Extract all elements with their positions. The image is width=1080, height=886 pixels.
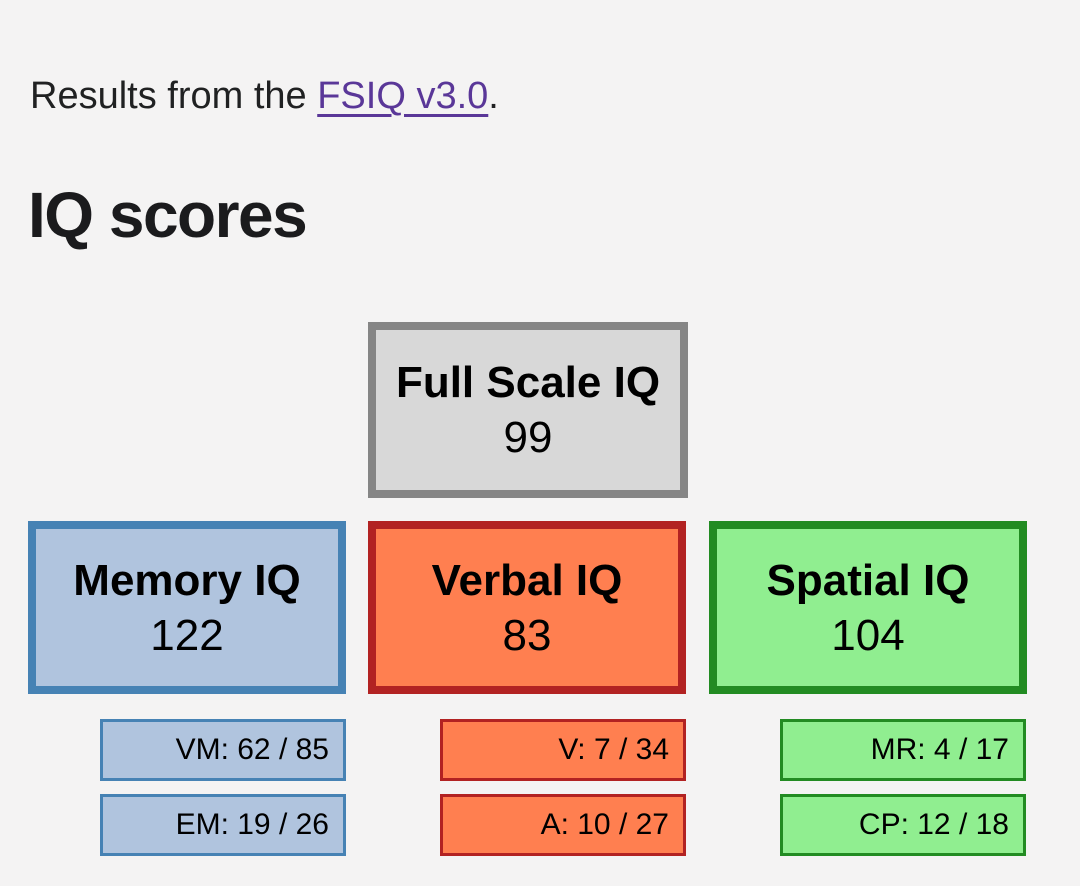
subtest-box-em: EM: 19 / 26 — [100, 794, 346, 856]
verbal-iq-label: Verbal IQ — [431, 555, 623, 605]
full-scale-iq-label: Full Scale IQ — [395, 358, 661, 407]
subtest-box-vm: VM: 62 / 85 — [100, 719, 346, 781]
full-scale-iq-score: 99 — [503, 413, 553, 462]
full-scale-iq-box: Full Scale IQ 99 — [368, 322, 688, 498]
spatial-iq-label: Spatial IQ — [766, 555, 970, 605]
subtest-box-mr: MR: 4 / 17 — [780, 719, 1026, 781]
intro-text: Results from the FSIQ v3.0. — [30, 74, 499, 120]
subtest-box-v: V: 7 / 34 — [440, 719, 686, 781]
memory-iq-label: Memory IQ — [73, 555, 301, 605]
verbal-iq-score: 83 — [502, 610, 552, 660]
verbal-iq-box: Verbal IQ 83 — [368, 521, 686, 694]
spatial-iq-box: Spatial IQ 104 — [709, 521, 1027, 694]
fsiq-link[interactable]: FSIQ v3.0 — [317, 75, 489, 117]
intro-prefix: Results from the — [30, 75, 318, 117]
memory-iq-score: 122 — [150, 610, 224, 660]
subtest-box-a: A: 10 / 27 — [440, 794, 686, 856]
page-title: IQ scores — [28, 179, 308, 251]
intro-suffix: . — [488, 75, 499, 117]
subtest-box-cp: CP: 12 / 18 — [780, 794, 1026, 856]
spatial-iq-score: 104 — [831, 610, 905, 660]
memory-iq-box: Memory IQ 122 — [28, 521, 346, 694]
